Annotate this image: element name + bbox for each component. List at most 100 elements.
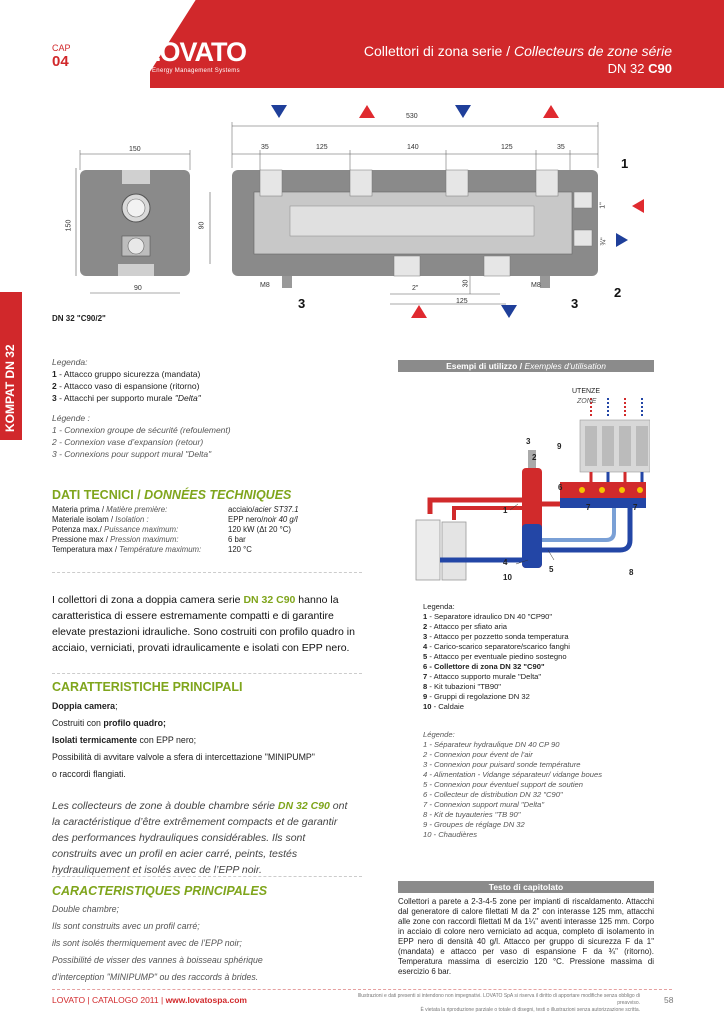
ex-label: 6	[558, 483, 563, 492]
feature-item: Costruiti con profilo quadro;	[52, 718, 166, 728]
intro-it: I collettori di zona a doppia camera ser…	[52, 594, 355, 654]
legend-it-item: 2 - Attacco vaso di espansione (ritorno)	[52, 381, 200, 391]
legend2-item: 5 - Attacco per eventuale piedino sosteg…	[423, 652, 567, 661]
dim-total: 530	[406, 113, 418, 120]
side-tab-label: KOMPAT DN 32	[3, 344, 17, 432]
page-title-fr: Collecteurs de zone série	[514, 43, 672, 59]
ex-label: 7	[633, 503, 638, 512]
boiler-2	[441, 521, 467, 581]
legend2-fr-item: 6 - Collecteur de distribution DN 32 "C9…	[423, 790, 563, 799]
callout-3-right: 3	[571, 296, 579, 311]
arrow-down-blue-2	[455, 105, 471, 118]
legend2-item: 6 - Collettore di zona DN 32 "C90"	[423, 662, 545, 671]
header-diagonal	[132, 0, 202, 88]
arrow-up-red-2	[543, 105, 559, 118]
features-it-list: Doppia camera; Costruiti con profilo qua…	[52, 698, 372, 783]
footer-disclaimer: Illustrazioni e dati presenti si intendo…	[357, 993, 640, 1013]
tech-row: Potenza max./ Puissance maximum:120 kW (…	[52, 525, 291, 534]
usage-diagram	[415, 398, 650, 581]
tech-title: DATI TECNICI / DONNÉES TECHNIQUES	[52, 488, 291, 502]
ex-label: 10	[503, 573, 512, 582]
feature-fr-item: ils sont isolés thermiquement avec de l’…	[52, 938, 242, 948]
legend2-item: 9 - Gruppi di regolazione DN 32	[423, 692, 530, 701]
subtitle-model: DN 32	[607, 61, 649, 76]
legend-it-item: 3 - Attacchi per supporto murale "Delta"	[52, 393, 201, 403]
ex-label: 9	[557, 442, 562, 451]
legend-fr-item: 3 - Connexions pour support mural "Delta…	[52, 449, 212, 459]
dim-m8-right: M8	[531, 282, 541, 289]
tech-row: Materia prima / Matière première:acciaio…	[52, 505, 299, 514]
legend2-item: 3 - Attacco per pozzetto sonda temperatu…	[423, 632, 569, 641]
dim-seg4: 125	[501, 144, 513, 151]
legend2-fr: Légende: 1 - Séparateur hydraulique DN 4…	[423, 730, 663, 840]
legend2-item: 8 - Kit tubazioni "TB90"	[423, 682, 502, 691]
features-fr-title: CARACTERISTIQUES PRINCIPALES	[52, 884, 268, 898]
legend2-fr-item: 8 - Kit de tuyauteries "TB 90"	[423, 810, 521, 819]
arrow-right-blue	[616, 233, 628, 247]
legend2-fr-item: 2 - Connexion pour évent de l’air	[423, 750, 533, 759]
dim-inch2: 2"	[412, 285, 419, 292]
footer-brand: LOVATO | CATALOGO 2011 | www.lovatospa.c…	[52, 995, 247, 1005]
callout-2: 2	[614, 285, 622, 300]
feature-fr-item: Double chambre;	[52, 904, 119, 914]
tech-title-fr: DONNÉES TECHNIQUES	[144, 488, 292, 502]
legend2-fr-item: 4 - Alimentation - Vidange séparateur/ v…	[423, 770, 602, 779]
header-band	[0, 0, 724, 88]
legend2-item: 2 - Attacco per sfiato aria	[423, 622, 508, 631]
separator-blue	[522, 524, 542, 568]
tech-row: Pressione max / Pression maximum:6 bar	[52, 535, 246, 544]
utenze-label: UTENZE	[572, 388, 600, 395]
manifold-blue	[560, 498, 646, 508]
legend2-item: 1 - Separatore idraulico DN 40 "CP90"	[423, 612, 553, 621]
callout-3-left: 3	[298, 296, 306, 311]
dim-m8-left: M8	[260, 282, 270, 289]
legend-fr-title: Légende :	[52, 413, 90, 423]
callout-1: 1	[621, 156, 629, 171]
footer-link[interactable]: www.lovatospa.com	[165, 995, 247, 1005]
legend2-item: 7 - Attacco supporto murale "Delta"	[423, 672, 542, 681]
legend2-fr-item: 10 - Chaudières	[423, 830, 478, 839]
arrow-down-blue-bottom	[501, 305, 517, 318]
ex-label: 3	[526, 437, 531, 446]
features-fr-list: Double chambre; Ils sont construits avec…	[52, 901, 372, 986]
page-number: 58	[664, 995, 674, 1005]
side-tab: KOMPAT DN 32	[0, 292, 22, 440]
model-label: DN 32 "C90/2"	[52, 314, 106, 323]
zone-label: ZONE	[577, 398, 597, 405]
page-title: Collettori di zona serie / Collecteurs d…	[364, 43, 672, 59]
feature-item: Doppia camera;	[52, 701, 118, 711]
chapter-label: CAP	[52, 43, 71, 53]
examples-header: Esempi di utilizzo / Exemples d'utilisat…	[398, 360, 654, 372]
tech-row: Temperatura max / Température maximum:12…	[52, 545, 252, 554]
feature-item: Possibilità di avvitare valvole a sfera …	[52, 752, 315, 762]
ex-label: 1	[503, 506, 508, 515]
side-view-body	[80, 170, 190, 276]
arrow-up-red-1	[359, 105, 375, 118]
ex-label: 2	[532, 453, 537, 462]
legend2-item: 10 - Caldaie	[423, 702, 464, 711]
subtitle-code: C90	[648, 61, 672, 76]
feature-fr-item: Possibilité de visser des vannes à boiss…	[52, 955, 263, 965]
dim-seg1: 35	[261, 144, 269, 151]
legend2-fr-item: 9 - Groupes de réglage DN 32	[423, 820, 525, 829]
legend2-fr-item: 5 - Connexion pour éventuel support de s…	[423, 780, 583, 789]
feature-fr-item: Ils sont construits avec un profil carré…	[52, 921, 200, 931]
arrow-left-red	[632, 199, 644, 213]
chapter-number: 04	[52, 53, 69, 70]
legend2-item: 4 - Carico-scarico separatore/scarico fa…	[423, 642, 570, 651]
tech-title-it: DATI TECNICI /	[52, 488, 145, 502]
ex-label: 8	[629, 568, 634, 577]
feature-item: Isolati termicamente con EPP nero;	[52, 735, 197, 745]
intro-fr: Les collecteurs de zone à double chambre…	[52, 800, 348, 876]
arrow-down-blue-1	[271, 105, 287, 118]
spec-header: Testo di capitolato	[398, 881, 654, 893]
legend2-title: Legenda:	[423, 602, 455, 611]
page-subtitle: DN 32 C90	[608, 61, 672, 76]
dim-h30: 30	[462, 279, 470, 288]
dim-thread-1: 1"	[599, 202, 607, 209]
spec-text: Collettori a parete a 2-3-4-5 zone per i…	[398, 897, 654, 976]
legend2-fr-title: Légende:	[423, 730, 455, 739]
feature-item: o raccordi flangiati.	[52, 769, 126, 779]
legend-fr-item: 2 - Connexion vase d’expansion (retour)	[52, 437, 204, 447]
tech-row: Materiale isolam / Isolation :EPP nero/n…	[52, 515, 298, 524]
